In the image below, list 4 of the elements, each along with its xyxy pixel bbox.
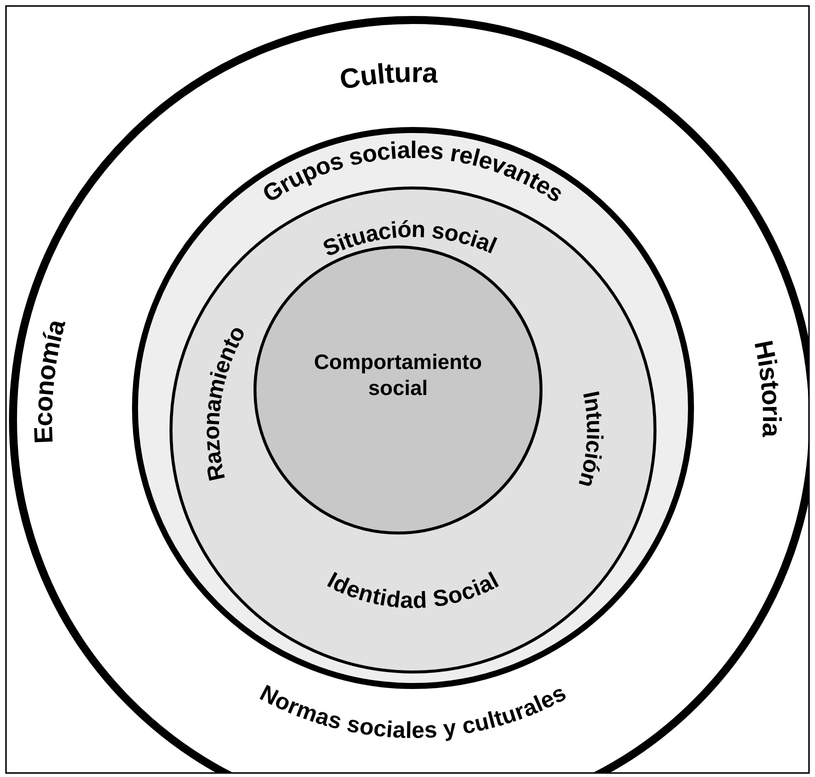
ring-label: Cultura <box>337 57 439 96</box>
ring-label: Situación social <box>318 216 501 262</box>
ring-label: Identidad Social <box>323 566 503 614</box>
center-label: Comportamiento social <box>312 350 483 402</box>
